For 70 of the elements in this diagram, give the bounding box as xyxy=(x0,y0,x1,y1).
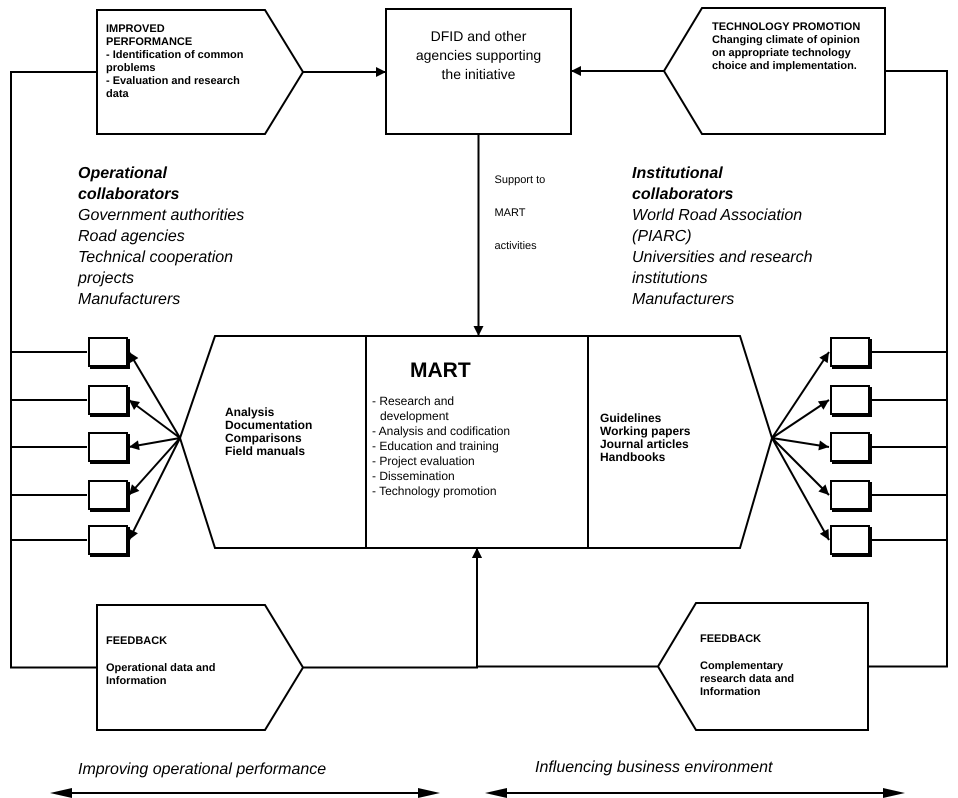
direction-caption: Influencing business environment xyxy=(535,758,772,778)
connector-line xyxy=(10,539,97,668)
connector-arrow xyxy=(771,351,830,439)
list-item: Analysis xyxy=(225,406,276,419)
connector-arrow xyxy=(772,437,830,450)
list-item: - Education and training xyxy=(372,439,500,454)
connector-arrow xyxy=(128,352,181,438)
connector-arrow xyxy=(128,437,181,496)
connector-arrow xyxy=(771,437,830,496)
node-text: Complementary research data and Information xyxy=(700,660,796,699)
node-heading: IMPROVED PERFORMANCE xyxy=(106,23,194,49)
collaborator-item: Manufacturers xyxy=(78,290,182,310)
small-box xyxy=(830,480,870,510)
list-item: - Analysis and codification xyxy=(372,424,512,439)
hexagon-section xyxy=(588,336,772,548)
node-text: Operational data and Information xyxy=(106,662,216,688)
small-box xyxy=(88,525,128,555)
hexagon-section xyxy=(180,336,366,548)
connector-arrow xyxy=(303,67,386,77)
list-item: Journal articles xyxy=(600,438,689,451)
node-title: MART xyxy=(410,358,472,384)
pentagon-box xyxy=(664,8,885,134)
node-heading: FEEDBACK xyxy=(106,635,168,648)
collaborator-heading: Institutional collaborators xyxy=(632,164,734,205)
list-item: Working papers xyxy=(600,425,692,438)
pentagon-box xyxy=(97,10,303,134)
direction-caption: Improving operational performance xyxy=(78,760,326,780)
collaborator-item: World Road Association (PIARC) xyxy=(632,206,804,247)
connector-arrow xyxy=(472,548,658,668)
small-box xyxy=(830,432,870,462)
list-item: - Research and development xyxy=(372,394,456,424)
small-box xyxy=(88,385,128,415)
collaborator-item: Manufacturers xyxy=(632,290,736,310)
collaborator-item: Road agencies xyxy=(78,227,186,247)
node-text: - Evaluation and research data xyxy=(106,75,241,101)
small-box xyxy=(88,337,128,367)
node-text: - Identification of common problems xyxy=(106,49,244,75)
connector-arrow xyxy=(571,66,664,76)
list-item: Handbooks xyxy=(600,451,666,464)
pentagon-box xyxy=(658,603,868,730)
connector-line xyxy=(868,539,948,668)
list-item: Guidelines xyxy=(600,412,662,425)
list-item: Documentation xyxy=(225,419,314,432)
small-box xyxy=(830,337,870,367)
connector-arrow xyxy=(771,438,830,540)
connector-arrow xyxy=(771,399,830,439)
process-box xyxy=(366,336,588,548)
node-text: Changing climate of opinion on appropriate technology choice and implementation. xyxy=(712,34,861,73)
collaborator-item: Universities and research institutions xyxy=(632,248,814,289)
node-heading: TECHNOLOGY PROMOTION xyxy=(712,21,862,34)
list-item: Field manuals xyxy=(225,445,306,458)
list-item: - Technology promotion xyxy=(372,484,498,499)
small-box xyxy=(830,385,870,415)
collaborator-item: Government authorities xyxy=(78,206,246,226)
small-box xyxy=(830,525,870,555)
connector-arrow xyxy=(128,438,181,540)
small-box xyxy=(88,432,128,462)
list-item: - Project evaluation xyxy=(372,454,476,469)
small-box xyxy=(88,480,128,510)
connector-arrow xyxy=(128,399,181,439)
node-text: DFID and other agencies supporting the initiative xyxy=(414,27,542,84)
connector-arrow xyxy=(474,134,484,336)
process-box xyxy=(386,9,571,134)
list-item: Comparisons xyxy=(225,432,303,445)
connector-arrow xyxy=(128,437,180,450)
pentagon-box xyxy=(97,605,303,730)
collaborator-heading: Operational collaborators xyxy=(78,164,180,205)
node-heading: FEEDBACK xyxy=(700,633,762,646)
list-item: - Dissemination xyxy=(372,469,456,484)
collaborator-item: Technical cooperation projects xyxy=(78,248,234,289)
